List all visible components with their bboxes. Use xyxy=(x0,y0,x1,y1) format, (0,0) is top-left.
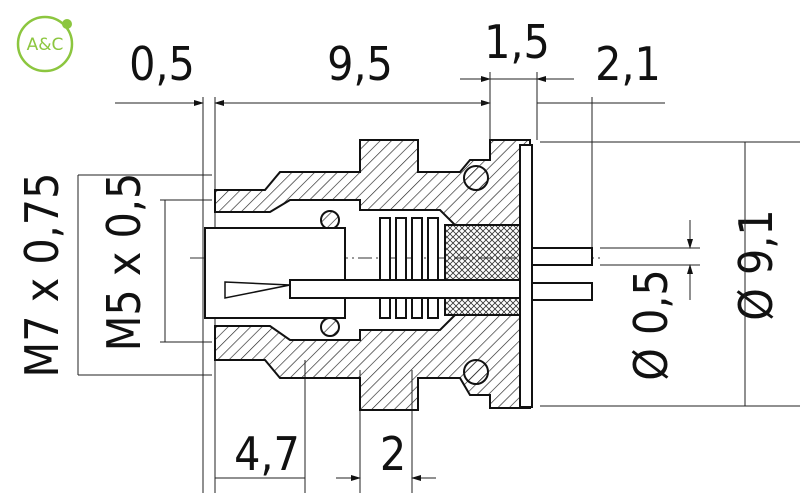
dim-top-9-5: 9,5 xyxy=(327,37,393,91)
logo-dot xyxy=(62,19,72,29)
logo-ring xyxy=(16,15,74,73)
dim-thread-m5: M5 x 0,5 xyxy=(97,173,151,352)
inner-o-ring-bottom xyxy=(320,317,340,337)
dim-bottom-4-7: 4,7 xyxy=(234,427,300,481)
dim-top-2-1: 2,1 xyxy=(595,37,661,91)
brand-logo: A&C xyxy=(16,15,74,73)
dim-pin-dia: Ø 0,5 xyxy=(624,269,678,381)
contact-bands xyxy=(379,217,439,319)
dim-top-1-5: 1,5 xyxy=(484,15,550,69)
inner-o-ring-top xyxy=(320,210,340,230)
logo-text: A&C xyxy=(27,35,64,55)
dim-thread-m7: M7 x 0,75 xyxy=(15,173,69,378)
socket-contact xyxy=(224,281,291,299)
dim-flange-dia: Ø 9,1 xyxy=(729,209,783,321)
connector-body xyxy=(204,139,593,411)
rear-flange xyxy=(519,144,533,408)
o-ring-bottom xyxy=(463,359,489,385)
inner-sleeve xyxy=(204,227,346,319)
o-ring-top xyxy=(463,165,489,191)
dim-bottom-2: 2 xyxy=(380,427,406,481)
insulator-block xyxy=(444,224,521,316)
dim-top-0-5: 0,5 xyxy=(129,37,195,91)
